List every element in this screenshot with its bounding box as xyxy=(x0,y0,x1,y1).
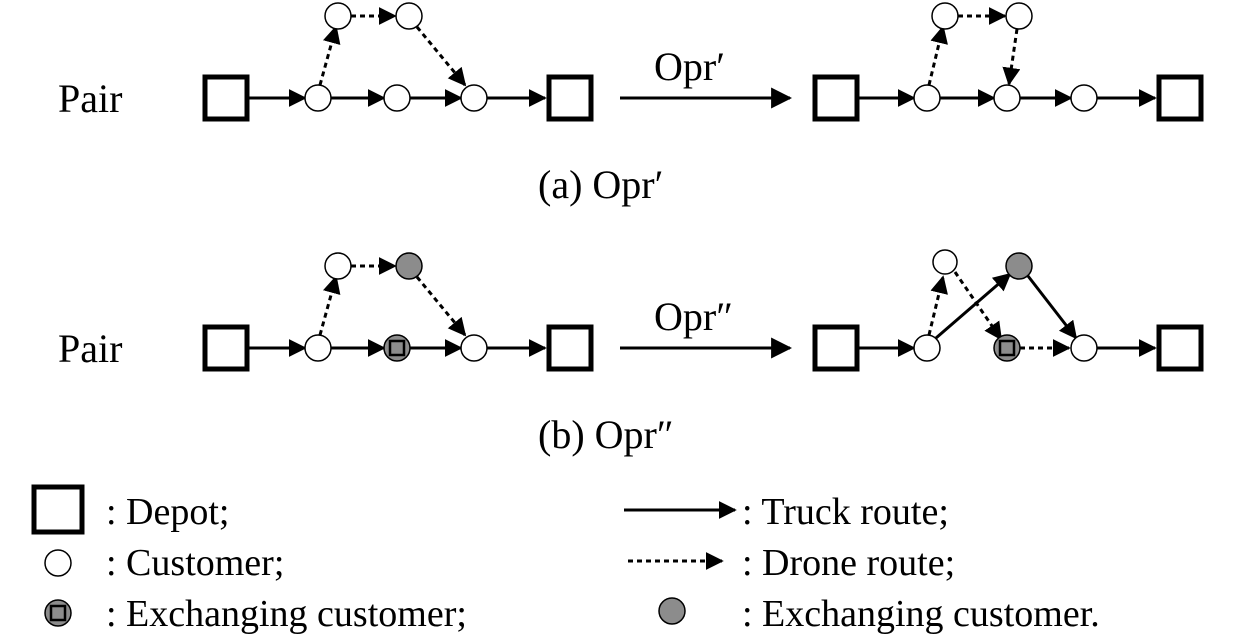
customer-node xyxy=(1070,84,1098,112)
customer-node xyxy=(932,249,958,275)
exchanging-customer-gray-node xyxy=(395,252,423,280)
drone-route-arrow xyxy=(415,276,467,337)
legend-exchanging-square-symbol xyxy=(44,599,72,627)
legend-exchanging-gray-text: : Exchanging customer. xyxy=(742,593,1100,635)
depot-node xyxy=(202,74,250,122)
legend: : Depot; : Customer; : Exchanging custom… xyxy=(31,484,1100,635)
drone-route-arrow xyxy=(318,275,341,336)
row-a-label: Pair xyxy=(58,76,122,121)
row-a: Pair Opr′ (a) Opr′ xyxy=(58,2,1204,207)
customer-node xyxy=(913,84,941,112)
depot-node xyxy=(546,74,594,122)
depot-node xyxy=(812,324,860,372)
caption-b: (b) Opr″ xyxy=(538,412,674,457)
customer-node xyxy=(304,334,332,362)
legend-customer-text: : Customer; xyxy=(106,542,284,584)
drone-route-arrow xyxy=(1002,28,1021,86)
drone-route-arrow xyxy=(415,26,467,87)
operator-label-b: Opr″ xyxy=(654,294,733,339)
exchanging-customer-square-node xyxy=(383,334,411,362)
legend-exchanging-gray-symbol xyxy=(658,597,686,625)
depot-node xyxy=(1156,74,1204,122)
customer-node xyxy=(304,84,332,112)
customer-node xyxy=(460,334,488,362)
customer-node xyxy=(1005,2,1033,30)
customer-node xyxy=(931,2,959,30)
drone-route-arrow xyxy=(318,25,341,86)
drone-route-arrow xyxy=(927,25,948,86)
legend-drone-route-text: : Drone route; xyxy=(742,542,955,584)
operator-label-a: Opr′ xyxy=(654,44,725,89)
customer-node xyxy=(460,84,488,112)
customer-node xyxy=(395,2,423,30)
exchanging-customer-square-node xyxy=(993,334,1021,362)
depot-node xyxy=(546,324,594,372)
legend-truck-route-text: : Truck route; xyxy=(742,491,949,533)
drone-route-arrow xyxy=(953,271,1003,341)
customer-node xyxy=(324,252,352,280)
row-b: Pair Opr″ xyxy=(58,249,1204,457)
depot-node xyxy=(812,74,860,122)
row-b-label: Pair xyxy=(58,326,122,371)
caption-a: (a) Opr′ xyxy=(538,162,663,207)
truck-route-arrow xyxy=(1026,275,1078,340)
drone-route-arrow xyxy=(927,275,948,336)
legend-depot-text: : Depot; xyxy=(106,491,229,533)
depot-node xyxy=(1156,324,1204,372)
legend-customer-symbol xyxy=(44,549,72,577)
customer-node xyxy=(993,84,1021,112)
customer-node xyxy=(324,2,352,30)
customer-node xyxy=(1070,334,1098,362)
legend-exchanging-square-text: : Exchanging customer; xyxy=(106,593,467,635)
depot-node xyxy=(202,324,250,372)
truck-route-arrow xyxy=(935,272,1012,340)
exchanging-customer-gray-node xyxy=(1005,252,1033,280)
legend-depot-symbol xyxy=(31,484,85,535)
customer-node xyxy=(383,84,411,112)
customer-node xyxy=(913,334,941,362)
